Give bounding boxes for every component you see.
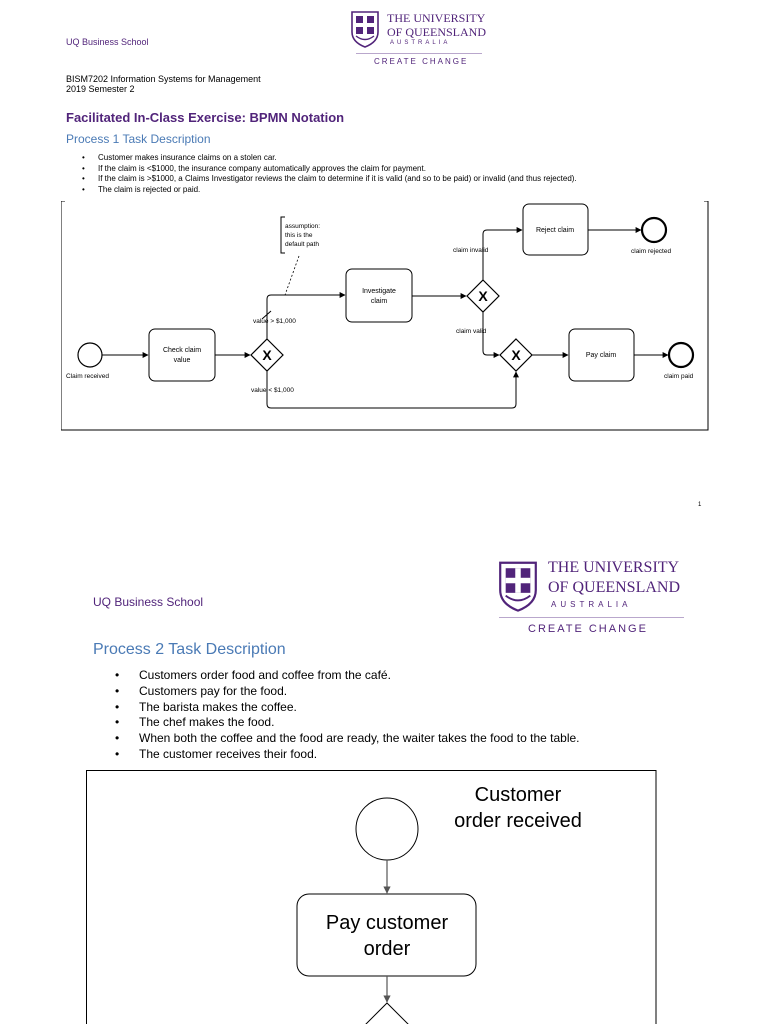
start-event-label-2: order received: [454, 810, 582, 832]
end-event-paid: [667, 341, 695, 369]
university-line3: AUSTRALIA: [390, 40, 451, 46]
end-event-rejected: [640, 216, 668, 244]
exercise-title: Facilitated In-Class Exercise: BPMN Nota…: [66, 110, 345, 125]
start-event: [77, 342, 103, 368]
end-event-paid-label: claim paid: [664, 373, 694, 380]
list-item: •Customers pay for the food.: [115, 683, 288, 698]
list-item: •If the claim is >$1000, a Claims Invest…: [82, 174, 577, 183]
task-pay-label-1: Pay customer: [326, 912, 449, 934]
create-change-tagline: CREATE CHANGE: [374, 57, 469, 66]
task-pay-customer-order: [296, 893, 477, 977]
university-line1: THE UNIVERSITY: [387, 11, 486, 25]
gateway-merge-symbol: X: [511, 347, 521, 363]
task-pay-label-2: order: [364, 938, 411, 960]
gateway-merge: [499, 338, 533, 372]
annotation-association: [284, 255, 300, 296]
task-check-claim-label-2: value: [174, 357, 191, 364]
page-number: 1: [698, 502, 702, 508]
flow-under-1000: [266, 371, 519, 409]
gateway-validity-symbol: X: [478, 288, 488, 304]
semester: 2019 Semester 2: [66, 84, 135, 94]
list-item: •Customers order food and coffee from th…: [115, 668, 391, 682]
flow-invalid: [482, 227, 523, 280]
annotation-bracket: [280, 216, 285, 254]
bpmn-diagram-1: Claim received Check claim value X Inves…: [61, 201, 709, 431]
school-name-2: UQ Business School: [93, 595, 204, 609]
logo-divider: [356, 53, 482, 54]
task-pay-label: Pay claim: [586, 352, 617, 359]
university-line3: AUSTRALIA: [551, 600, 632, 609]
course-title: BISM7202 Information Systems for Managem…: [66, 74, 261, 84]
list-item: •The chef makes the food.: [115, 715, 275, 730]
process-1-bullets: •Customer makes insurance claims on a st…: [82, 153, 577, 195]
task-reject-label: Reject claim: [536, 227, 574, 234]
uq-logo-2: THE UNIVERSITY OF QUEENSLAND AUSTRALIA C…: [497, 558, 687, 640]
task-investigate-label-2: claim: [371, 298, 388, 305]
start-event: [355, 797, 419, 861]
list-item: •The barista makes the coffee.: [115, 699, 297, 714]
task-investigate-label-1: Investigate: [362, 288, 396, 295]
list-item: •The claim is rejected or paid.: [82, 184, 201, 194]
gateway-value-symbol: X: [262, 347, 272, 363]
university-line2: OF QUEENSLAND: [548, 579, 680, 596]
start-event-label: Claim received: [66, 373, 109, 380]
flow-label-under: value < $1,000: [251, 387, 294, 394]
task-check-claim-label-1: Check claim: [163, 347, 201, 354]
task-investigate-claim: [345, 268, 413, 323]
flow-valid: [482, 312, 500, 358]
bpmn-diagram-2: Customer order received Pay customer ord…: [86, 770, 657, 1024]
university-line2: OF QUEENSLAND: [387, 25, 486, 39]
flow-label-valid: claim valid: [456, 328, 487, 335]
uq-logo: THE UNIVERSITY OF QUEENSLAND AUSTRALIA C…: [350, 10, 486, 70]
create-change-tagline: CREATE CHANGE: [528, 623, 648, 635]
process-2-bullets: •Customers order food and coffee from th…: [115, 668, 580, 763]
list-item: •The customer receives their food.: [115, 746, 318, 761]
task-check-claim: [148, 328, 216, 382]
default-flow-marker: [261, 310, 272, 320]
start-event-label-1: Customer: [475, 784, 562, 806]
annotation-line-1: assumption:: [285, 223, 320, 230]
gateway: [365, 1002, 409, 1024]
diagram-frame: [86, 770, 657, 1024]
uq-crest-icon: [351, 11, 379, 48]
flow-label-invalid: claim invalid: [453, 247, 489, 254]
process-2-heading: Process 2 Task Description: [93, 641, 286, 658]
list-item: •When both the coffee and the food are r…: [115, 731, 580, 746]
flow-label-over: value > $1,000: [253, 318, 296, 325]
diagram-frame: [61, 201, 709, 431]
process-1-heading: Process 1 Task Description: [66, 132, 211, 146]
university-line1: THE UNIVERSITY: [548, 559, 680, 576]
annotation-line-3: default path: [285, 241, 319, 248]
school-name: UQ Business School: [66, 37, 149, 47]
list-item: •If the claim is <$1000, the insurance c…: [82, 163, 426, 173]
end-event-rejected-label: claim rejected: [631, 248, 671, 255]
flow-over-1000: [266, 292, 346, 339]
list-item: •Customer makes insurance claims on a st…: [82, 153, 277, 162]
annotation-line-2: this is the: [285, 232, 313, 239]
logo-divider: [499, 617, 684, 618]
uq-crest-icon: [499, 561, 537, 612]
